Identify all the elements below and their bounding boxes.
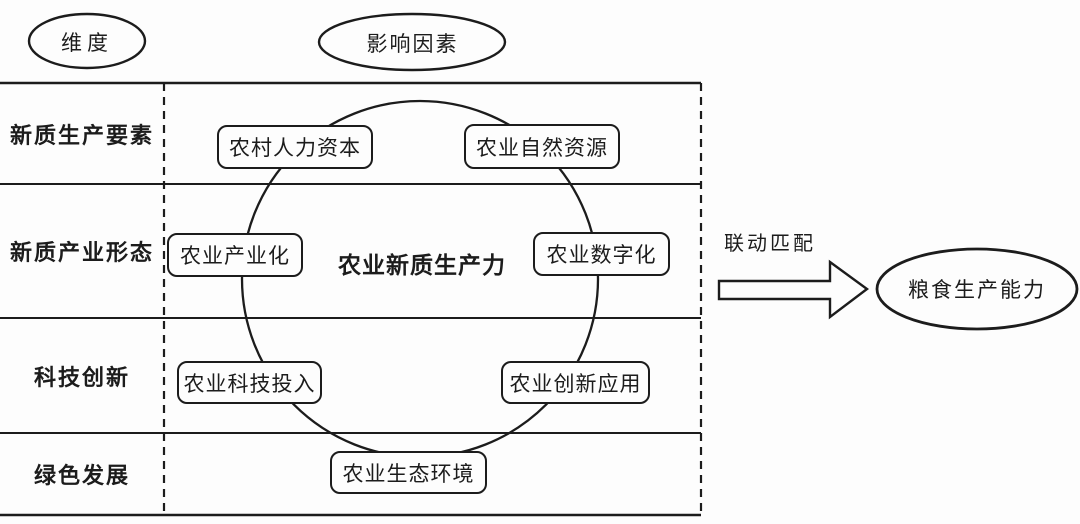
- row-label-new-production-factors: 新质生产要素: [9, 122, 154, 148]
- factors-oval-label: 影响因素: [366, 31, 459, 56]
- dimension-ellipse: [27, 12, 147, 70]
- result-oval-label: 粮食生产能力: [908, 278, 1046, 302]
- factor-box-digitalization: 农业数字化: [533, 232, 670, 276]
- row-label-tech-innovation: 科技创新: [33, 364, 130, 390]
- core-title: 农业新质生产力: [338, 252, 506, 278]
- factor-box-ecological-environment: 农业生态环境: [330, 451, 487, 494]
- factors-ellipse: [317, 12, 507, 72]
- factor-box-industrialization: 农业产业化: [167, 233, 303, 277]
- row-label-green-development: 绿色发展: [33, 463, 130, 488]
- factor-box-rural-human-capital: 农村人力资本: [217, 125, 373, 169]
- row-label-new-industry-forms: 新质产业形态: [9, 240, 154, 265]
- factor-box-natural-resources: 农业自然资源: [464, 124, 620, 169]
- linkage-arrow: [717, 259, 870, 320]
- result-ellipse: [875, 247, 1079, 331]
- linkage-arrow-label: 联动匹配: [724, 233, 816, 255]
- factor-box-tech-investment: 农业科技投入: [177, 361, 322, 404]
- dimension-oval-label: 维度: [61, 30, 113, 55]
- factor-box-innovation-application: 农业创新应用: [501, 361, 650, 404]
